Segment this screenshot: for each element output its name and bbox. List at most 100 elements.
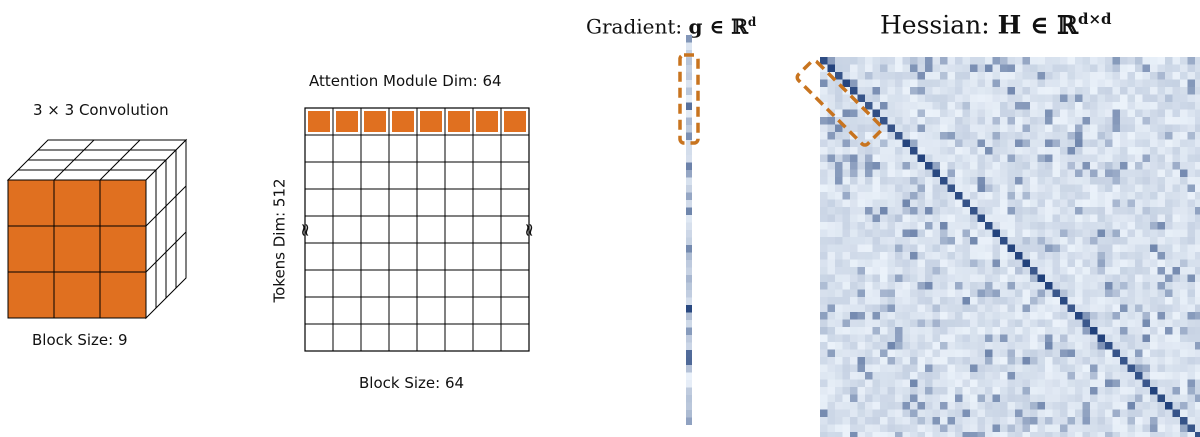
hessian-cell bbox=[1120, 184, 1128, 192]
hessian-cell bbox=[865, 297, 873, 305]
hessian-cell bbox=[947, 379, 955, 387]
hessian-cell bbox=[902, 364, 910, 372]
hessian-cell bbox=[842, 267, 850, 275]
hessian-cell bbox=[1097, 364, 1105, 372]
hessian-cell bbox=[925, 274, 933, 282]
hessian-cell bbox=[857, 79, 865, 87]
hessian-cell bbox=[910, 64, 918, 72]
hessian-cell bbox=[902, 237, 910, 245]
hessian-cell bbox=[985, 282, 993, 290]
hessian-cell bbox=[1082, 222, 1090, 230]
hessian-cell bbox=[1150, 139, 1158, 147]
hessian-cell bbox=[1172, 154, 1180, 162]
hessian-cell bbox=[1067, 102, 1075, 110]
hessian-cell bbox=[872, 274, 880, 282]
hessian-cell bbox=[977, 349, 985, 357]
hessian-cell bbox=[1172, 229, 1180, 237]
hessian-cell bbox=[1067, 72, 1075, 80]
hessian-cell bbox=[1187, 289, 1195, 297]
hessian-cell bbox=[1187, 147, 1195, 155]
hessian-cell bbox=[887, 177, 895, 185]
hessian-cell bbox=[1195, 139, 1200, 147]
hessian-cell bbox=[1195, 57, 1200, 65]
hessian-cell bbox=[1165, 199, 1173, 207]
hessian-cell bbox=[955, 154, 963, 162]
hessian-cell bbox=[902, 387, 910, 395]
hessian-cell bbox=[1120, 274, 1128, 282]
hessian-cell bbox=[1022, 139, 1030, 147]
hessian-cell bbox=[970, 72, 978, 80]
hessian-cell bbox=[895, 117, 903, 125]
hessian-cell bbox=[947, 154, 955, 162]
hessian-cell bbox=[1007, 252, 1015, 260]
hessian-cell bbox=[1060, 72, 1068, 80]
hessian-cell bbox=[985, 124, 993, 132]
hessian-cell bbox=[1120, 169, 1128, 177]
hessian-cell bbox=[917, 319, 925, 327]
hessian-cell bbox=[1127, 357, 1135, 365]
hessian-cell bbox=[1030, 312, 1038, 320]
attention-block-cell bbox=[476, 111, 498, 132]
hessian-cell bbox=[1067, 79, 1075, 87]
hessian-cell bbox=[1030, 124, 1038, 132]
hessian-cell bbox=[1097, 274, 1105, 282]
hessian-cell bbox=[1060, 207, 1068, 215]
hessian-cell bbox=[917, 432, 925, 437]
hessian-cell bbox=[970, 379, 978, 387]
hessian-cell bbox=[1097, 237, 1105, 245]
hessian-cell bbox=[872, 349, 880, 357]
hessian-cell bbox=[1135, 312, 1143, 320]
hessian-cell bbox=[1157, 334, 1165, 342]
hessian-cell bbox=[835, 409, 843, 417]
hessian-cell bbox=[827, 229, 835, 237]
hessian-cell bbox=[992, 379, 1000, 387]
hessian-cell bbox=[1165, 319, 1173, 327]
hessian-cell bbox=[1150, 184, 1158, 192]
hessian-cell bbox=[1015, 109, 1023, 117]
hessian-cell bbox=[887, 72, 895, 80]
hessian-cell bbox=[970, 319, 978, 327]
gradient-cell bbox=[686, 282, 692, 290]
hessian-cell bbox=[1135, 297, 1143, 305]
hessian-cell bbox=[1105, 184, 1113, 192]
hessian-cell bbox=[947, 57, 955, 65]
hessian-cell bbox=[940, 169, 948, 177]
hessian-cell bbox=[1142, 282, 1150, 290]
hessian-cell bbox=[962, 147, 970, 155]
hessian-cell bbox=[955, 289, 963, 297]
hessian-cell bbox=[1082, 117, 1090, 125]
hessian-cell bbox=[1180, 372, 1188, 380]
hessian-cell bbox=[842, 177, 850, 185]
hessian-cell bbox=[895, 424, 903, 432]
hessian-cell bbox=[1127, 192, 1135, 200]
hessian-cell bbox=[1015, 417, 1023, 425]
hessian-cell bbox=[1135, 274, 1143, 282]
hessian-cell bbox=[842, 102, 850, 110]
hessian-cell bbox=[1127, 132, 1135, 140]
hessian-cell bbox=[835, 417, 843, 425]
hessian-cell bbox=[1052, 379, 1060, 387]
hessian-cell bbox=[872, 312, 880, 320]
hessian-cell bbox=[1060, 124, 1068, 132]
hessian-cell bbox=[1045, 117, 1053, 125]
hessian-cell bbox=[1037, 162, 1045, 170]
hessian-cell bbox=[1090, 169, 1098, 177]
hessian-cell bbox=[820, 229, 828, 237]
hessian-cell bbox=[1157, 57, 1165, 65]
hessian-cell bbox=[835, 319, 843, 327]
hessian-cell bbox=[1097, 282, 1105, 290]
hessian-cell bbox=[955, 379, 963, 387]
hessian-cell bbox=[827, 79, 835, 87]
hessian-cell bbox=[1105, 357, 1113, 365]
hessian-cell bbox=[887, 327, 895, 335]
hessian-cell bbox=[865, 334, 873, 342]
hessian-cell bbox=[1022, 252, 1030, 260]
hessian-cell bbox=[880, 177, 888, 185]
hessian-cell bbox=[932, 424, 940, 432]
hessian-cell bbox=[1022, 109, 1030, 117]
hessian-cell bbox=[1030, 289, 1038, 297]
hessian-cell bbox=[992, 57, 1000, 65]
hessian-cell bbox=[887, 124, 895, 132]
hessian-cell bbox=[820, 124, 828, 132]
hessian-cell bbox=[970, 342, 978, 350]
